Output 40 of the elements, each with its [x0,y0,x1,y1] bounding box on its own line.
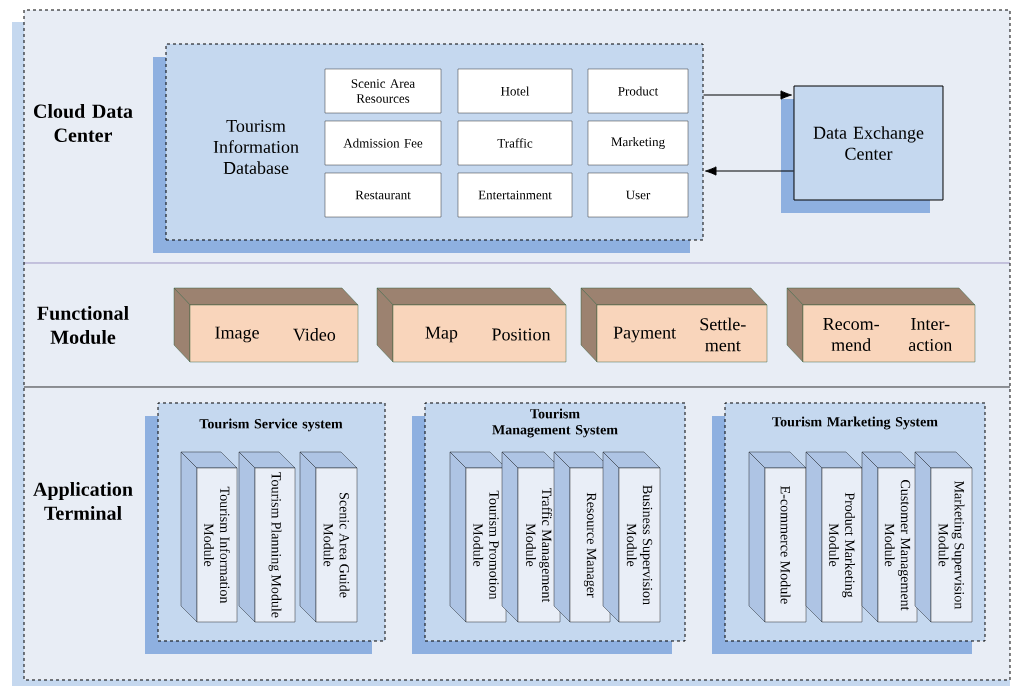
module-block [786,287,976,363]
module-block: Tourism Promotion Module [449,451,507,623]
box-title: Tourism Service system [199,418,343,432]
center-box: Data Exchange Center [781,85,944,213]
module-block [580,287,768,363]
block-label: Image [215,326,259,343]
category-box: Traffic [457,120,573,166]
block-label: Position [492,328,551,341]
category-box: Entertainment [457,172,573,218]
module-block: Marketing Supervision Module [914,451,973,623]
category-box: Hotel [457,68,573,114]
module-block: Tourism Planning Module [238,451,296,623]
category-box: Restaurant [324,172,442,218]
category-box: Product [587,68,689,114]
block-label: Recom- mend [823,318,879,351]
category-box: Scenic Area Resources [324,68,442,114]
box-title: Tourism Management System [492,408,618,438]
module-block: Tourism Information Module [180,451,238,623]
module-block [173,287,359,363]
module-block: Product Marketing Module [805,451,863,623]
module-block: E-commerce Module [748,451,807,623]
module-block [376,287,567,363]
block-label: Inter- action [908,318,952,351]
module-block: Business Supervision Module [602,451,661,623]
section-heading: Functional Module [37,305,129,345]
arrow [705,166,794,176]
block-label: Map [425,326,458,343]
category-box: Marketing [587,120,689,166]
box-title: Tourism Information Database [213,119,299,175]
section-heading: Cloud Data Center [34,103,133,143]
block-label: Payment [613,326,676,343]
module-block: Customer Management Module [861,451,918,623]
block-label: Video [293,328,336,341]
arrow [703,90,792,100]
box-title: Tourism Marketing System [772,416,938,430]
section-heading: Application Terminal [33,481,133,520]
category-box: User [587,172,689,218]
block-label: Settle- ment [700,317,746,352]
module-block: Scenic Area Guide Module [299,451,358,623]
category-box: Admission Fee [324,120,442,166]
